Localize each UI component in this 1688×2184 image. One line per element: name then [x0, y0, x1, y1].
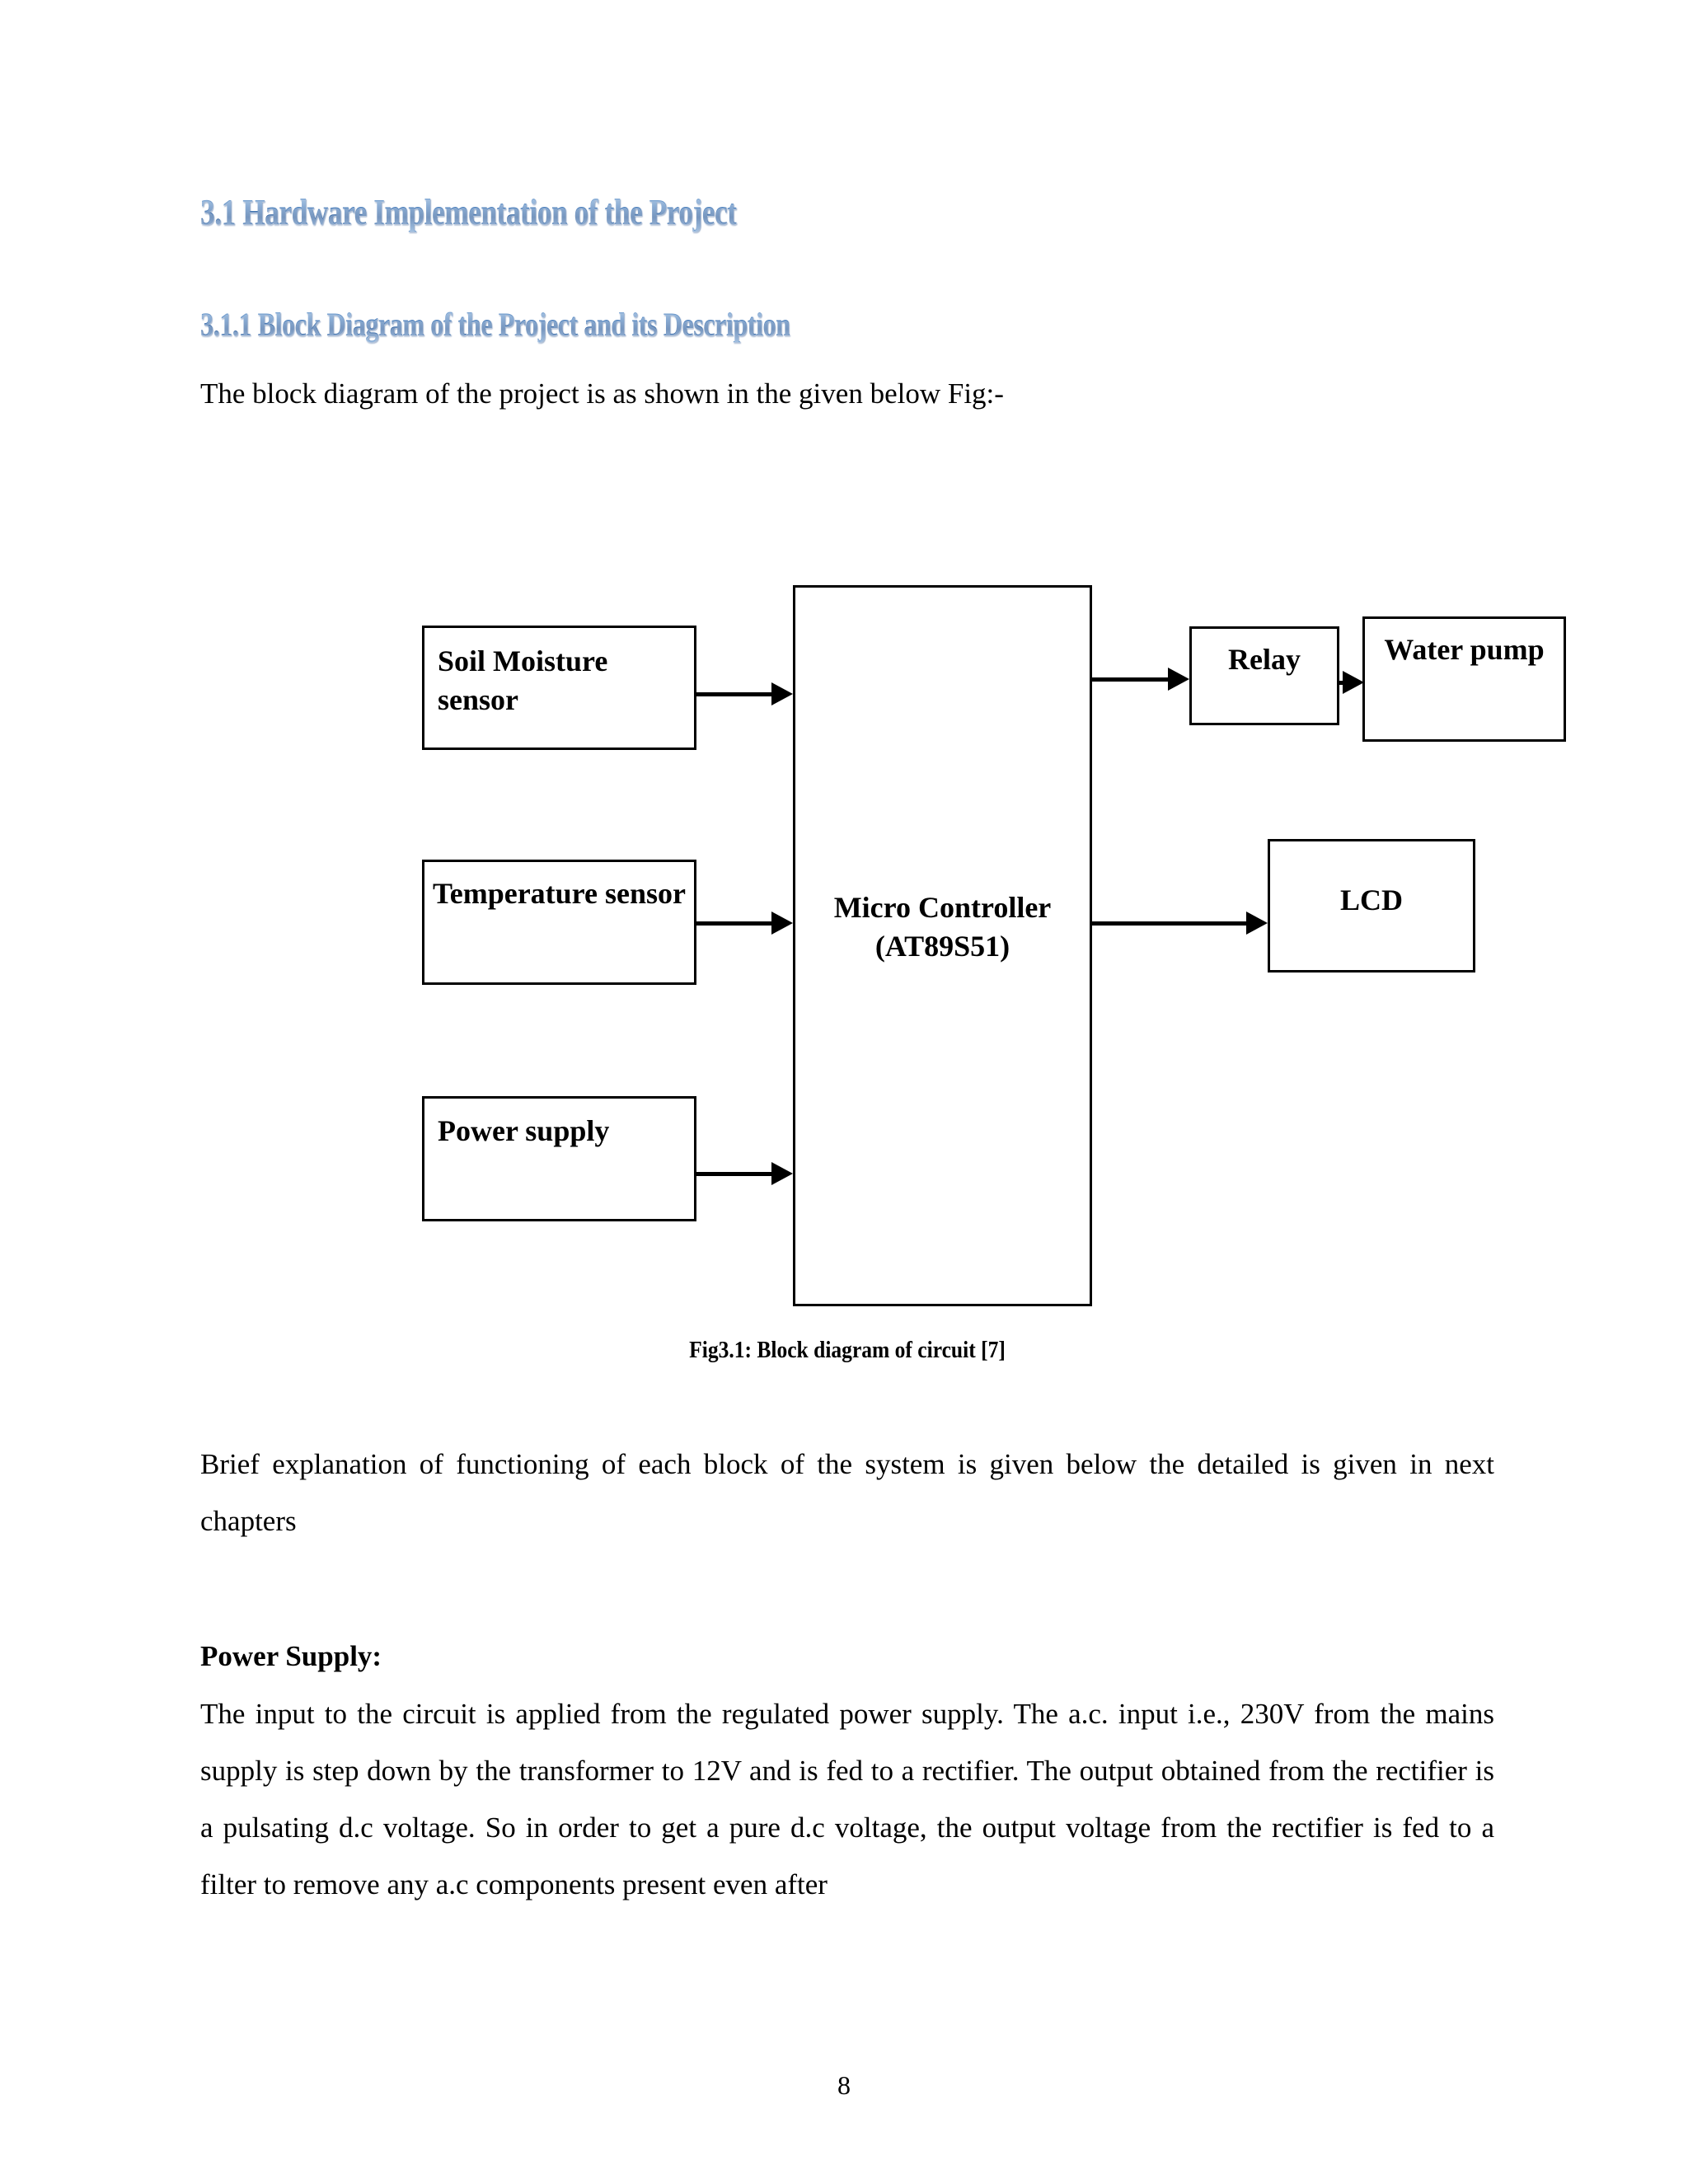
paragraph-power-supply: The input to the circuit is applied from…: [200, 1698, 1494, 1900]
block-diagram: Soil Moisture sensor Temperature sensor …: [422, 585, 1566, 1306]
figure-caption: Fig3.1: Block diagram of circuit [7]: [689, 1337, 1006, 1363]
diagram-box-relay: Relay: [1189, 626, 1339, 725]
diagram-box-water-pump: Water pump: [1362, 616, 1566, 742]
diagram-box-lcd: LCD: [1268, 839, 1475, 972]
subsection-heading: 3.1.1 Block Diagram of the Project and i…: [200, 306, 790, 343]
diagram-box-label: Water pump: [1384, 633, 1545, 666]
diagram-box-label: Relay: [1228, 643, 1301, 676]
diagram-box-label: Micro Controller (AT89S51): [833, 891, 1052, 963]
diagram-box-microcontroller: Micro Controller (AT89S51): [793, 585, 1092, 1306]
diagram-box-label: LCD: [1339, 883, 1403, 916]
paragraph-brief-explanation: Brief explanation of functioning of each…: [200, 1448, 1494, 1537]
section-heading: 3.1 Hardware Implementation of the Proje…: [200, 192, 737, 232]
diagram-box-temperature-sensor: Temperature sensor: [422, 860, 696, 985]
page-number: 8: [837, 2070, 851, 2100]
diagram-box-soil-moisture-sensor: Soil Moisture sensor: [422, 626, 696, 750]
diagram-box-power-supply: Power supply: [422, 1096, 696, 1221]
diagram-box-label: Soil Moisture sensor: [438, 644, 608, 716]
heading-power-supply: Power Supply:: [200, 1640, 382, 1672]
diagram-box-label: Power supply: [438, 1114, 610, 1147]
intro-paragraph: The block diagram of the project is as s…: [200, 377, 1004, 410]
diagram-box-label: Temperature sensor: [433, 877, 686, 910]
